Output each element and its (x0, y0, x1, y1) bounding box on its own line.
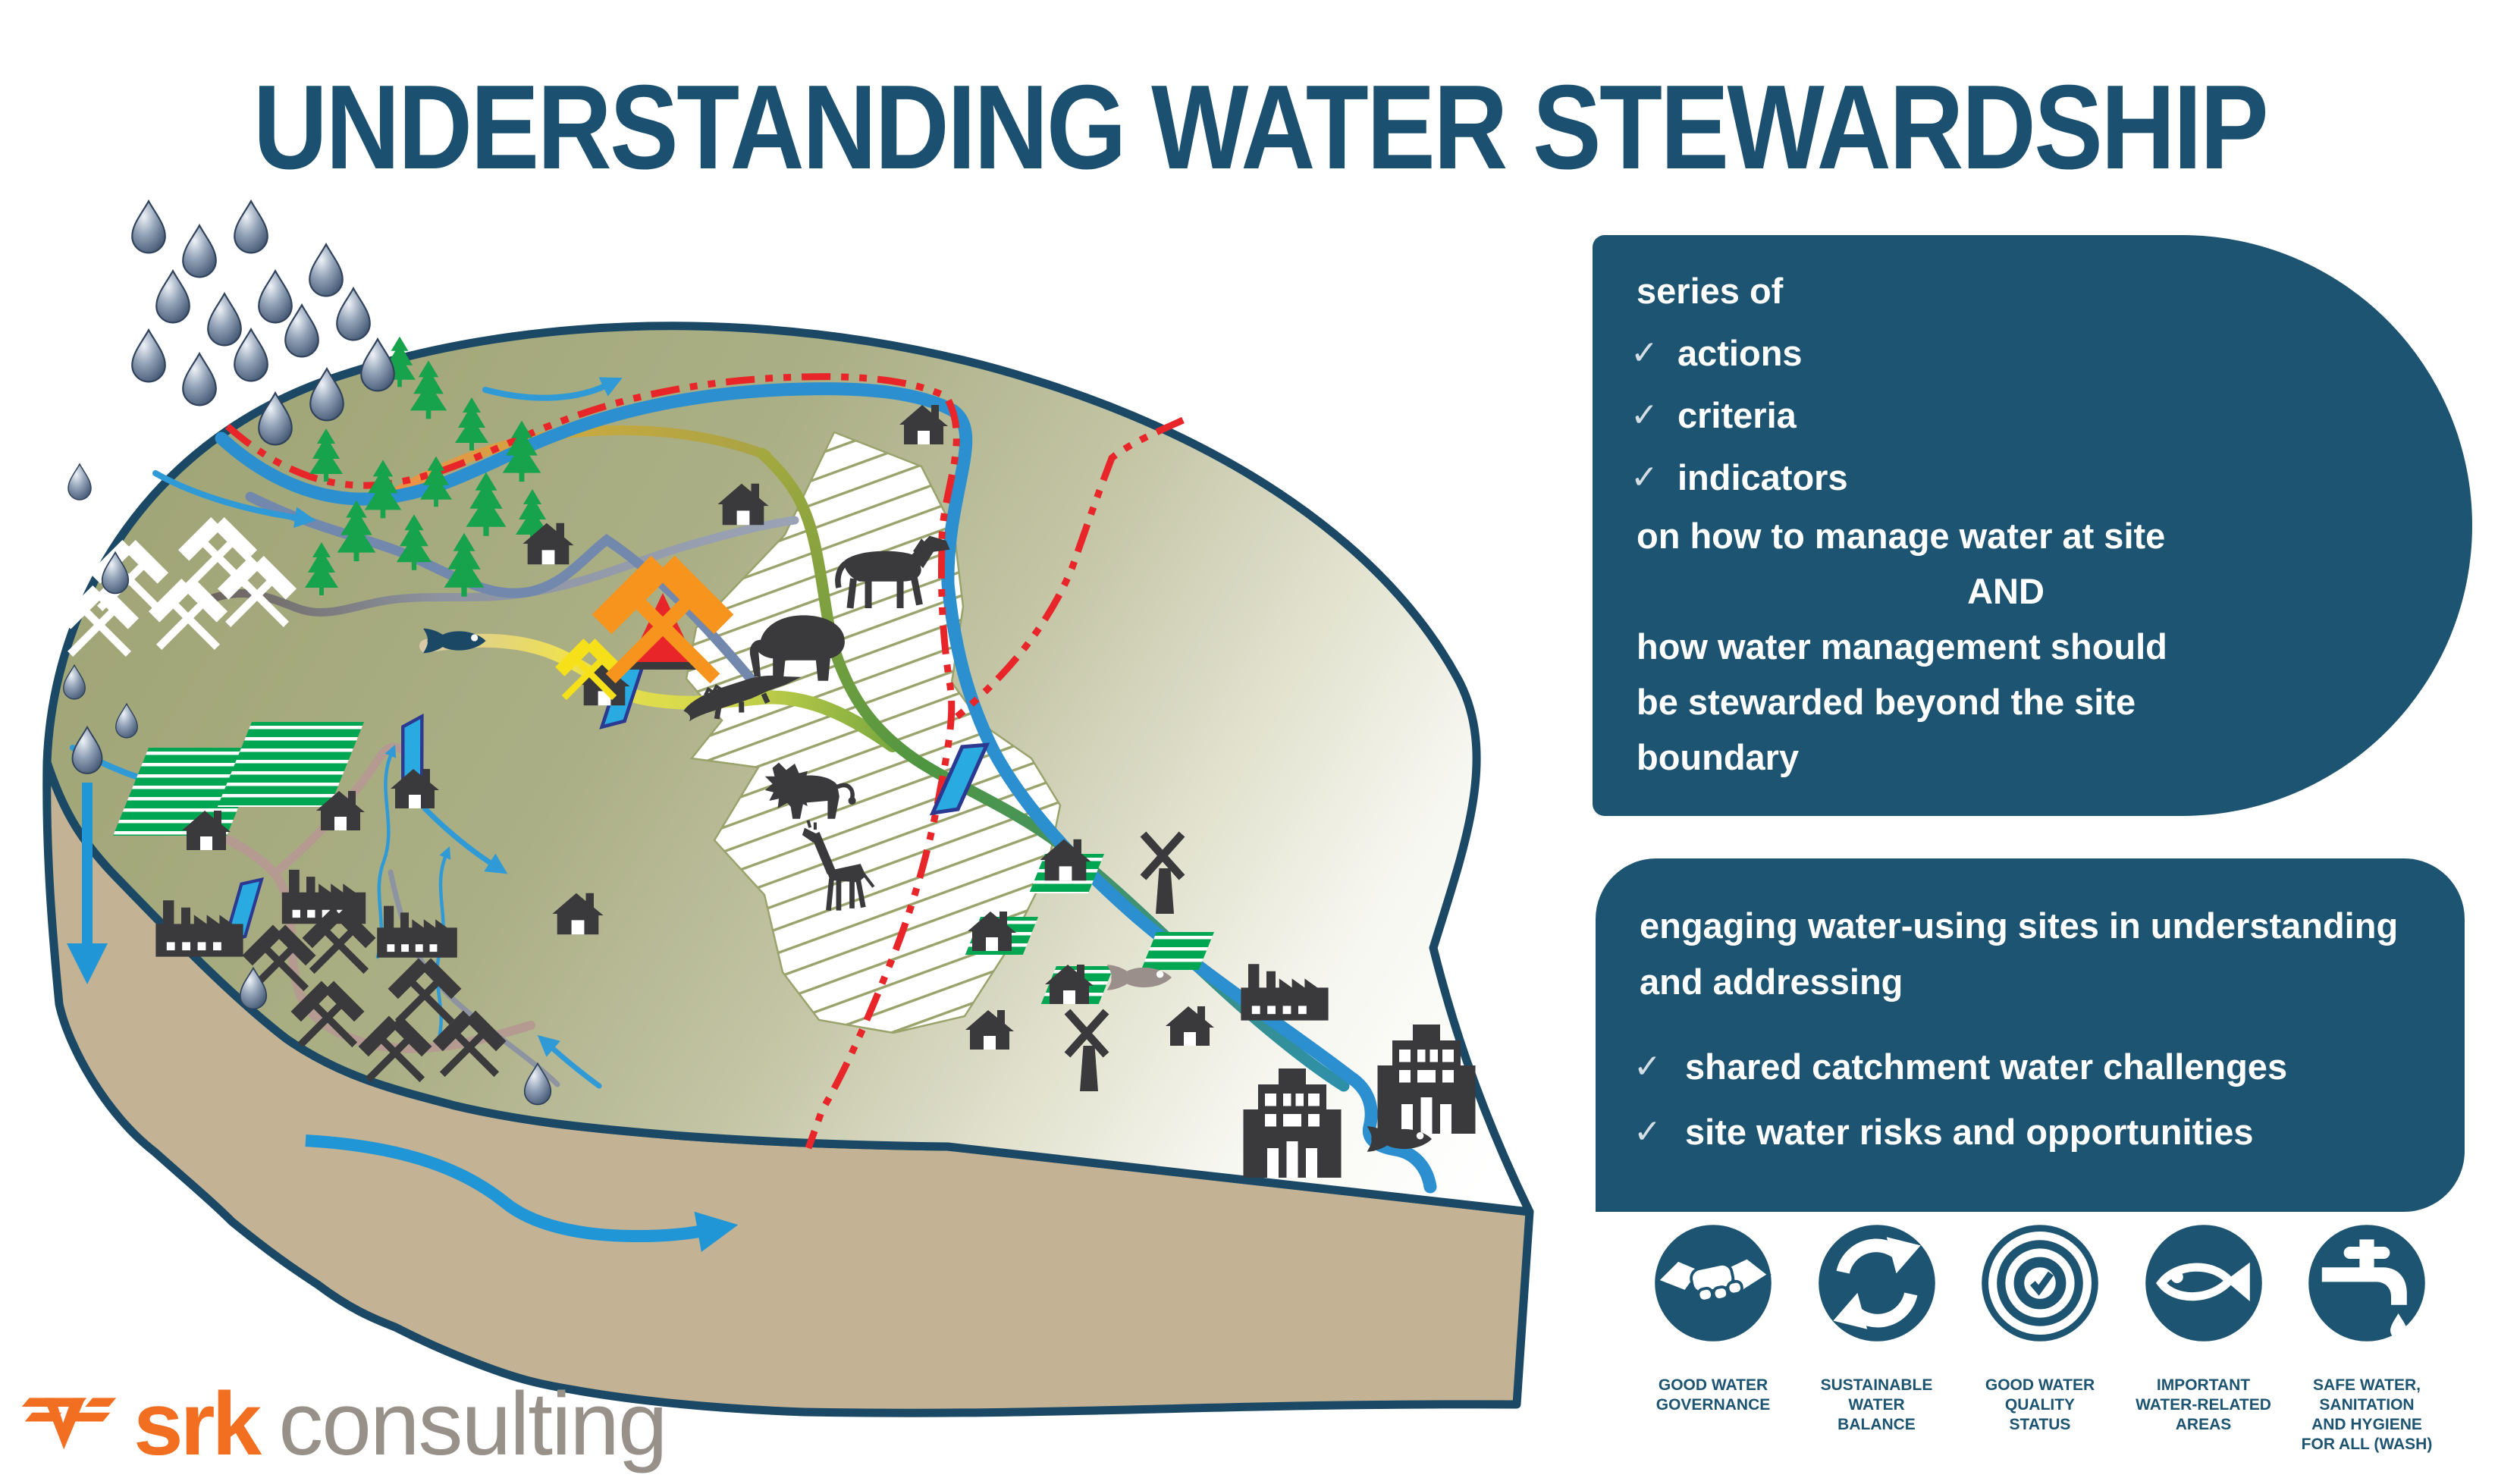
tap-icon (2308, 1225, 2425, 1341)
panel-text-line: be stewarded beyond the site (1637, 682, 2136, 722)
raindrop-icon (182, 224, 217, 278)
checklist-label: site water risks and opportunities (1685, 1111, 2254, 1152)
checklist-label: criteria (1677, 394, 1797, 435)
outcome-label: GOOD WATER GOVERNANCE (1655, 1376, 1771, 1414)
checklist-item: ✓ actions (1593, 322, 2472, 384)
panel-text-line: how water management should (1637, 626, 2167, 667)
outcome-important-water-areas: IMPORTANT WATER-RELATED AREAS (2126, 1222, 2281, 1454)
raindrop-icon (131, 200, 166, 254)
outcome-sustainable-water-balance: SUSTAINABLE WATER BALANCE (1800, 1222, 1954, 1454)
page-title: UNDERSTANDING WATER STEWARDSHIP (253, 61, 2269, 194)
outcome-good-water-quality: GOOD WATER QUALITY STATUS (1963, 1222, 2117, 1454)
outcome-label: IMPORTANT WATER-RELATED AREAS (2136, 1376, 2271, 1433)
logo-brand-text: srk (133, 1374, 262, 1474)
srk-logo: srk consulting (21, 1374, 668, 1474)
small-stream (375, 744, 397, 959)
outcome-good-water-governance: GOOD WATER GOVERNANCE (1636, 1222, 1790, 1454)
raindrop-icon (131, 329, 166, 383)
srk-logo-mark-icon (21, 1398, 117, 1450)
checklist-label: shared catchment water challenges (1685, 1046, 2288, 1087)
handshake-icon (1654, 1225, 1772, 1341)
check-icon: ✓ (1630, 395, 1659, 435)
raindrop-icon (336, 287, 371, 341)
raindrop-icon (258, 270, 293, 324)
tributary-arrow (422, 805, 508, 874)
outcome-label: GOOD WATER QUALITY STATUS (1985, 1376, 2095, 1433)
yellow-river (419, 633, 899, 752)
fish-icon (2145, 1225, 2262, 1341)
panel-how-stewardship-works: engaging water-using sites in understand… (1596, 858, 2465, 1212)
field (113, 748, 262, 836)
raindrop-icon (234, 200, 268, 254)
groundwater-arrow (305, 1134, 739, 1252)
check-icon: ✓ (1633, 1047, 1662, 1086)
panel-intro-line: engaging water-using sites in understand… (1640, 905, 2399, 946)
target-check-icon (1982, 1225, 2098, 1341)
outcome-label: SUSTAINABLE WATER BALANCE (1820, 1376, 1933, 1433)
checklist-item: ✓ shared catchment water challenges (1596, 1036, 2465, 1097)
checklist-item: ✓ indicators (1593, 446, 2472, 508)
tributary-arrow (152, 470, 316, 529)
checklist-item: ✓ criteria (1593, 384, 2472, 446)
panel-intro: series of (1637, 271, 1784, 311)
gray-road (196, 516, 799, 617)
panel-text-line: on how to manage water at site (1637, 516, 2166, 556)
catchment-surface (42, 322, 1534, 1216)
outcome-label: SAFE WATER, SANITATION AND HYGIENE FOR A… (2301, 1376, 2433, 1453)
tan-road-branch (270, 742, 414, 878)
panel-intro-line: and addressing (1640, 962, 1903, 1002)
raindrop-icon (309, 243, 344, 297)
checklist-label: indicators (1677, 457, 1848, 497)
catchment-boundary-line (225, 373, 1185, 1150)
field (1141, 932, 1214, 970)
green-river (756, 447, 1350, 1092)
checklist-item: ✓ site water risks and opportunities (1596, 1101, 2465, 1162)
field (217, 722, 364, 807)
panel-text-line: boundary (1637, 737, 1800, 777)
logo-suffix-text: consulting (278, 1374, 667, 1474)
check-icon: ✓ (1630, 457, 1659, 497)
outcomes-row: GOOD WATER GOVERNANCE SUSTAINABLE WATER … (1636, 1222, 2444, 1454)
check-icon: ✓ (1633, 1112, 1662, 1151)
check-icon: ✓ (1630, 333, 1659, 372)
rain-cluster (63, 200, 552, 1106)
raindrop-icon (155, 270, 190, 324)
panel-what-stewardship-is: series of ✓ actions ✓ criteria ✓ indicat… (1593, 235, 2472, 816)
raindrop-icon (67, 463, 92, 501)
raindrop-icon (360, 338, 395, 392)
checklist-label: actions (1677, 332, 1803, 373)
soil-cross-section (47, 762, 1530, 1413)
small-stream (537, 1034, 602, 1089)
tributary-arrow (482, 377, 623, 401)
raindrop-icon (182, 353, 217, 406)
outcome-wash: SAFE WATER, SANITATION AND HYGIENE FOR A… (2289, 1222, 2444, 1454)
panel-conjunction: AND (1967, 571, 2045, 611)
raindrop-icon (207, 293, 242, 347)
sync-arrows-icon (1818, 1225, 1935, 1341)
